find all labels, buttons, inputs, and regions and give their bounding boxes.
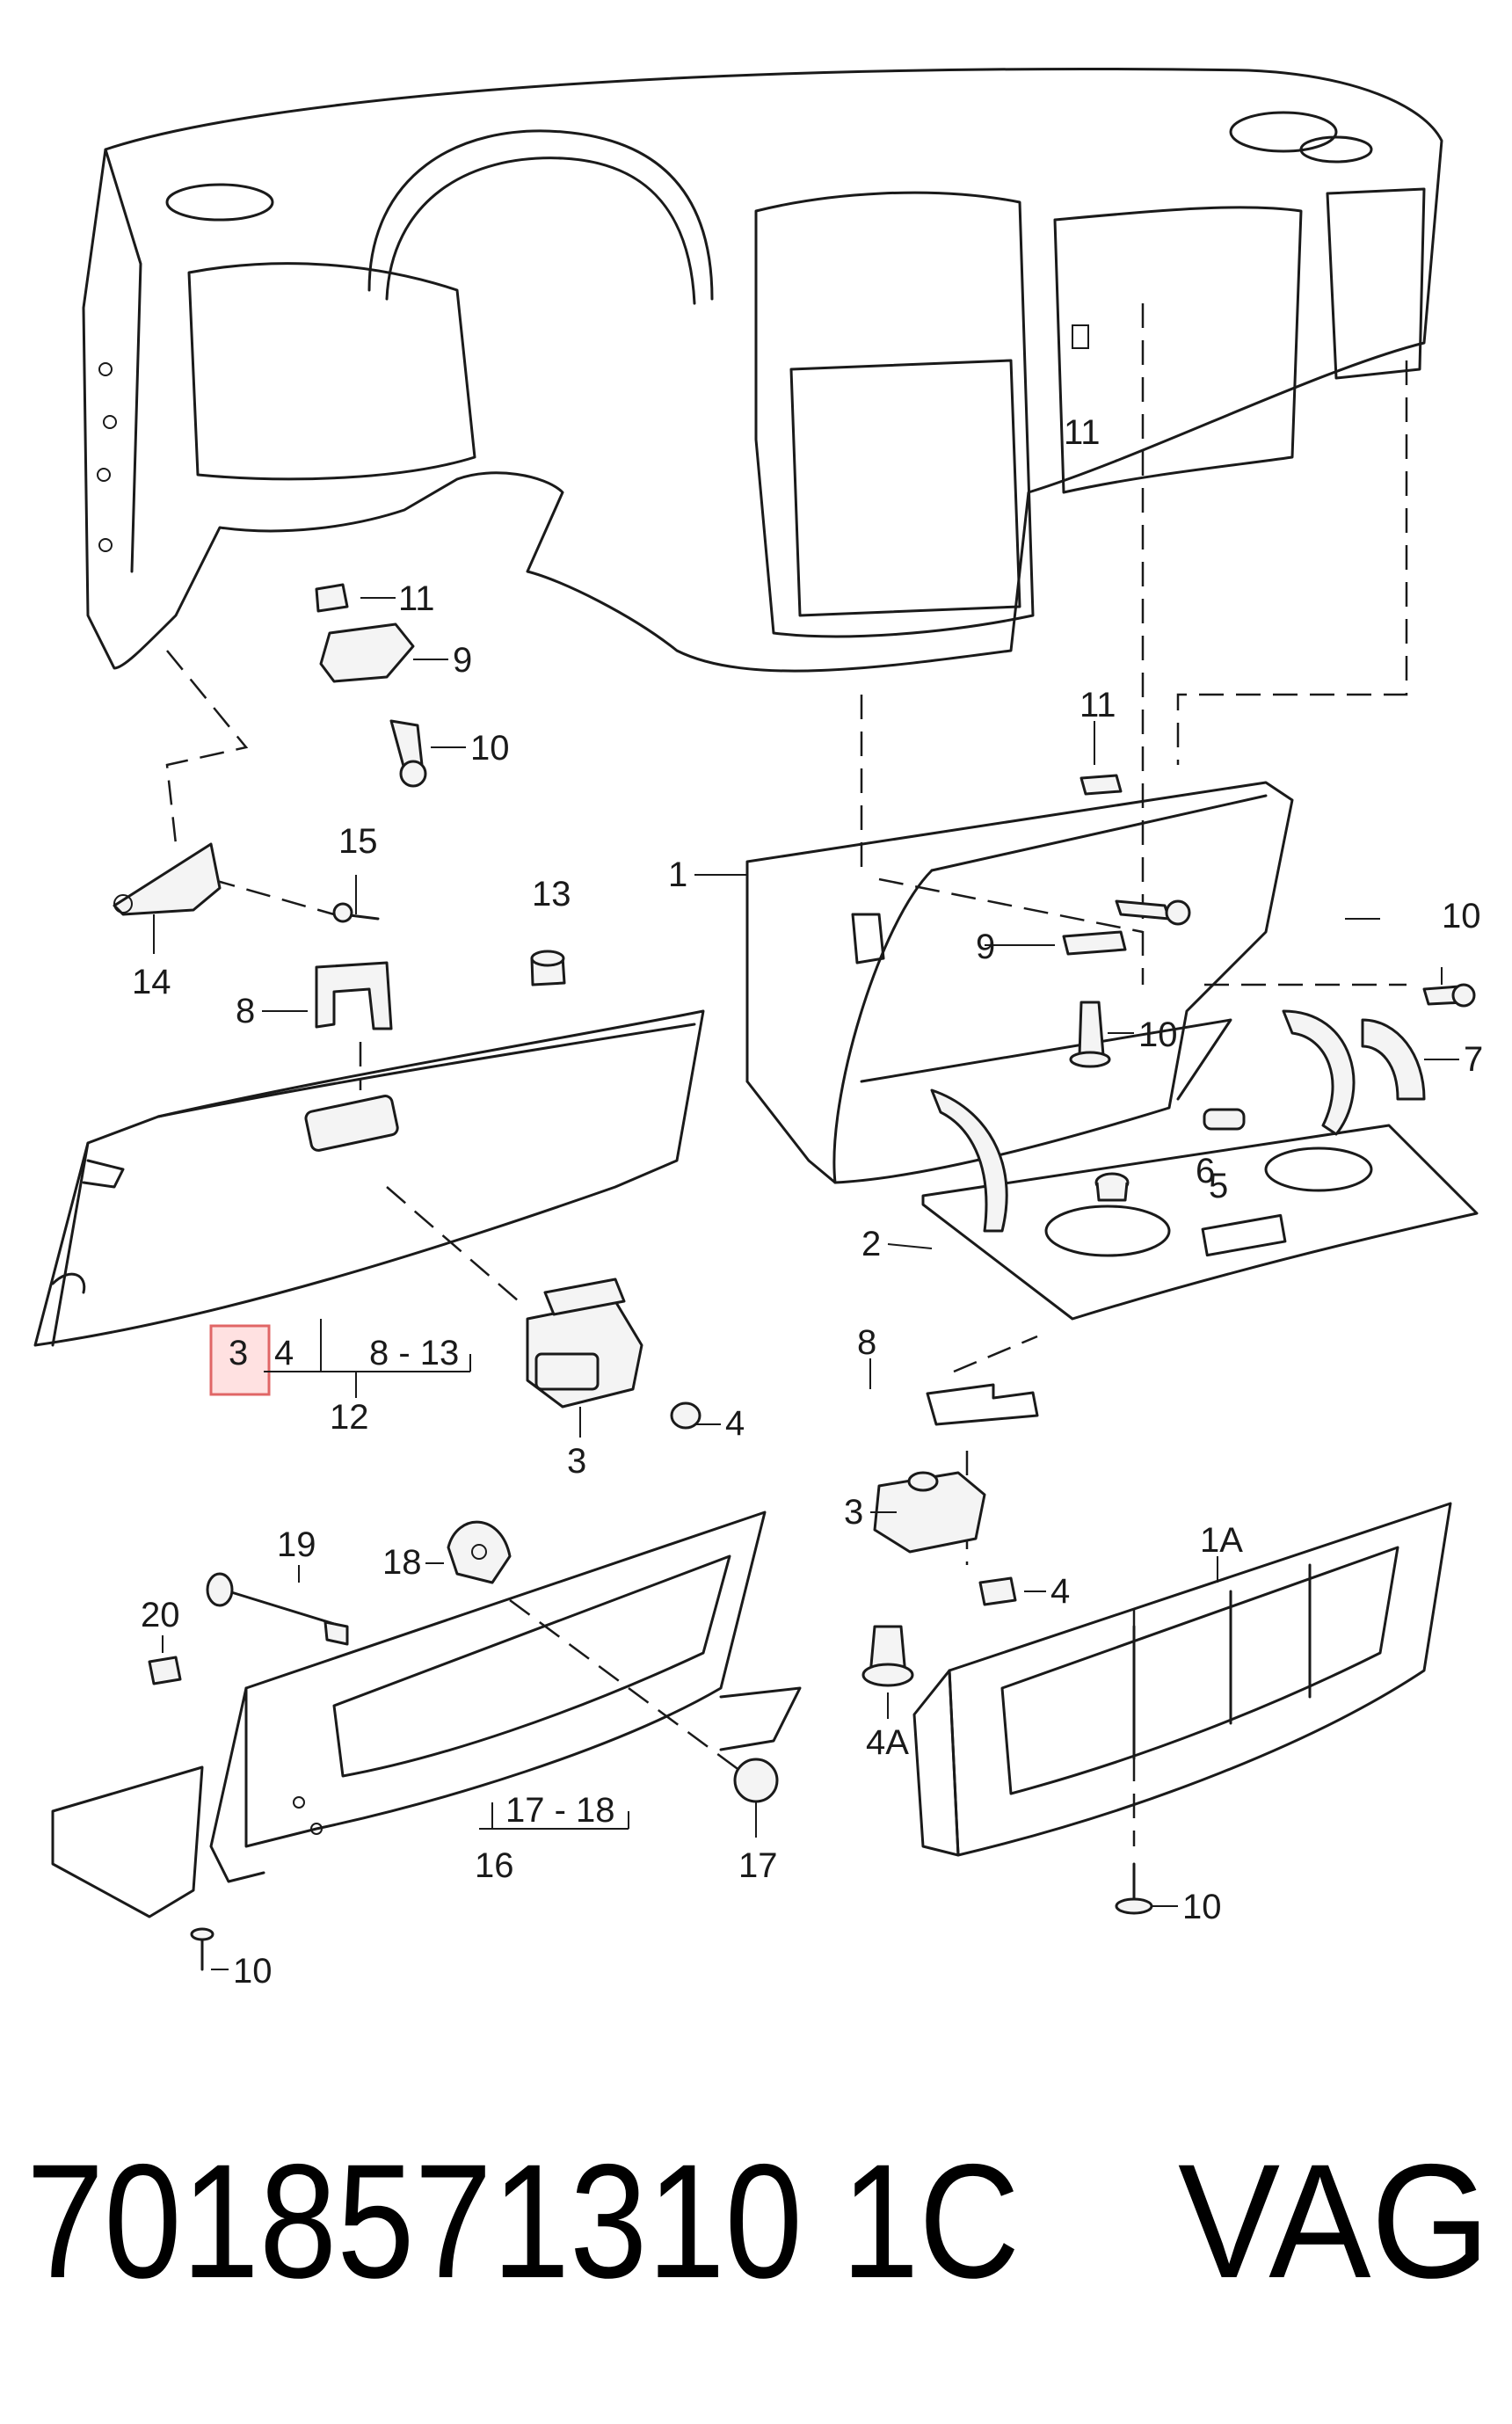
callout-16: 16 xyxy=(475,1846,514,1885)
hinge-arm-right xyxy=(1282,1009,1356,1136)
callout-10-center: 10 xyxy=(1138,1015,1178,1054)
callout-3-lock: 3 xyxy=(567,1442,586,1481)
clip-part xyxy=(315,583,349,613)
bracket-center xyxy=(1062,930,1127,956)
callout-19: 19 xyxy=(277,1525,316,1564)
callout-4-washer: 4 xyxy=(725,1404,745,1443)
screw-lower-left xyxy=(190,1927,214,1971)
glove-box-lid xyxy=(33,1009,705,1347)
small-damper-part xyxy=(1203,1108,1246,1131)
glove-box-tray xyxy=(921,1124,1479,1321)
hinge-screw-right xyxy=(1422,983,1476,1008)
glove-box-housing xyxy=(745,781,1294,1184)
callout-10-lower-left: 10 xyxy=(233,1952,273,1991)
callout-11-mid: 11 xyxy=(1079,686,1116,724)
callout-17: 17 xyxy=(738,1846,778,1885)
callout-12: 12 xyxy=(330,1398,369,1437)
callout-13: 13 xyxy=(532,875,571,914)
dashboard-panel xyxy=(82,67,1443,673)
nut-part xyxy=(978,1576,1017,1606)
pin-part xyxy=(332,902,380,923)
callout-4A: 4A xyxy=(866,1723,909,1762)
callout-8-left: 8 xyxy=(236,992,255,1030)
callout-8-right: 8 xyxy=(857,1323,876,1362)
part-number: 7018571310 1C xyxy=(26,2131,1020,2312)
callout-4-lid: 4 xyxy=(274,1334,294,1372)
bracket-part xyxy=(319,622,415,683)
rod-part xyxy=(206,1572,349,1646)
hinge-arm-left xyxy=(930,1088,1008,1233)
leader-lines xyxy=(165,303,1408,1846)
latch-part xyxy=(873,1471,986,1554)
bushing-part xyxy=(861,1625,914,1687)
callout-3-highlighted: 3 xyxy=(229,1334,248,1372)
callout-7: 7 xyxy=(1464,1040,1483,1079)
cap-part xyxy=(1094,1172,1130,1202)
lower-glove-box xyxy=(51,1510,802,1918)
label-leader-lines xyxy=(153,597,1459,1970)
seal-clip-part xyxy=(315,961,393,1030)
callout-9-right: 9 xyxy=(976,928,995,966)
buffer-part xyxy=(530,950,566,986)
callout-6: 6 xyxy=(1196,1152,1215,1190)
screw-part xyxy=(389,719,427,788)
callout-3-latch: 3 xyxy=(844,1493,863,1532)
brand-label: VAG xyxy=(1178,2131,1490,2312)
callout-11-left: 11 xyxy=(398,579,435,618)
highlight-box xyxy=(209,1324,271,1396)
callout-range-17-18: 17 - 18 xyxy=(505,1791,615,1830)
callout-5: 5 xyxy=(1209,1167,1228,1205)
callout-10-right: 10 xyxy=(1442,897,1481,935)
screw-lower xyxy=(1069,1001,1111,1068)
glove-box-variant xyxy=(912,1502,1452,1857)
callout-4-nut: 4 xyxy=(1050,1572,1070,1611)
clip-lower-left xyxy=(148,1656,182,1685)
callout-10-left: 10 xyxy=(470,729,510,768)
screw-lower-right xyxy=(1115,1862,1153,1915)
hinge-bracket-part xyxy=(113,842,222,916)
callout-18: 18 xyxy=(382,1543,422,1582)
callout-1: 1 xyxy=(668,855,687,894)
clip-top-right xyxy=(1079,774,1123,796)
lock-part xyxy=(526,1278,643,1409)
callout-20: 20 xyxy=(141,1596,180,1634)
damper-part xyxy=(1361,1018,1426,1101)
callout-range-8-13: 8 - 13 xyxy=(369,1334,459,1372)
callout-9-left: 9 xyxy=(453,641,472,680)
knob-part xyxy=(733,1758,779,1803)
callout-15: 15 xyxy=(338,822,378,861)
washer-part xyxy=(670,1401,701,1430)
callout-1A: 1A xyxy=(1200,1521,1243,1560)
screw-center xyxy=(1115,899,1191,926)
callout-10-lower-right: 10 xyxy=(1182,1888,1222,1926)
cover-plate-part xyxy=(447,1520,512,1584)
callout-2: 2 xyxy=(861,1225,881,1263)
callout-labels: 11 11 9 10 11 1 15 13 10 9 14 8 10 7 6 5… xyxy=(132,413,1483,1991)
callout-11-top: 11 xyxy=(1064,413,1101,452)
callout-14: 14 xyxy=(132,963,171,1001)
latch-seal-part xyxy=(926,1383,1039,1426)
